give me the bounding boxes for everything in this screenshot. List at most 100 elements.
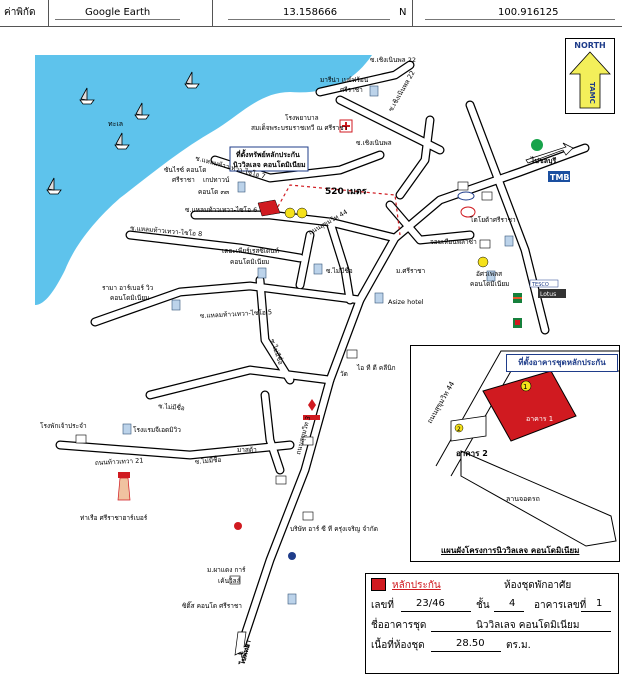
north-logo: TAMC (588, 82, 596, 104)
maxxis-icon (303, 415, 320, 420)
label: คอนโดมิเนียม (230, 258, 269, 266)
svg-text:TESCO: TESCO (531, 282, 549, 288)
sea-label: ทะเล (108, 120, 123, 128)
project-callout-line2: นิววิลเลจ คอนโดมิเนียม (232, 160, 306, 169)
project-callout-line1: ที่ตั้งทรัพย์หลักประกัน (236, 148, 300, 159)
tesco-icon: TESCO (529, 279, 559, 288)
label: มารีน่า เบย์ฟร้อน (320, 76, 369, 84)
building-name-label: ชื่ออาคารชุด (371, 620, 427, 631)
label: จอมเทียนพลาซ่า (430, 238, 477, 246)
label: ซ.แหลมท้าวเทวา-ไซโอ 6 (185, 206, 257, 214)
label: ไอ ที ดี คลีนิก (356, 364, 396, 372)
inset-title: ที่ตั้งอาคารชุดหลักประกัน (506, 354, 618, 372)
lighthouse-icon (117, 472, 131, 501)
building-name-value: นิววิลเลจ คอนโดมิเนียม (476, 620, 580, 631)
label: ซ.ไม่มีชื่อ (326, 266, 353, 275)
label: ซ.เชิงเนินพล (356, 139, 392, 147)
sea-area (35, 55, 372, 305)
marker-2-icon (296, 207, 308, 219)
table-row: เลขที่ 23/46 ชั้น 4 อาคารเลขที่ 1 (366, 596, 618, 615)
label: คอนโดมิเนียม (110, 294, 149, 302)
label: บริษัท อาร์ ซี ที ครุ่งเจริญ จำกัด (290, 525, 378, 533)
area-unit: ตร.ม. (506, 640, 531, 651)
label: ซ.เชิงเนินพล 22 (370, 56, 416, 64)
label: Asize hotel (388, 298, 424, 306)
to-chonburi-label: ไปชลบุรี (530, 156, 556, 165)
bank-icon (531, 139, 543, 151)
parking-label: ลานจอดรถ (506, 495, 540, 503)
label: โรงพยาบาล (285, 114, 319, 122)
label: ม.ศรีราชา (396, 267, 426, 275)
label: เค้นวิลล์ (218, 577, 241, 585)
seven-eleven-icon (513, 293, 522, 303)
label: ท่าเรือ ศรีราชาฮาร์เบอร์ (80, 514, 148, 522)
unit-type: ห้องชุดพักอาศัย (504, 580, 572, 591)
lotus-icon: Lotus (538, 289, 566, 298)
divider (48, 0, 49, 26)
site-marker (257, 199, 281, 217)
site-plot (460, 450, 617, 547)
property-details-table: หลักประกัน ห้องชุดพักอาศัย เลขที่ 23/46 … (365, 573, 619, 674)
distance-route (274, 184, 401, 236)
building-2-label: อาคาร 2 (456, 449, 488, 458)
road-network (55, 60, 590, 655)
direction-arrow-icon (234, 631, 250, 664)
shop-icon (75, 181, 493, 585)
latitude-value: 13.158666 (283, 7, 338, 18)
label: มาสด้า (237, 446, 257, 454)
marker-1-icon (284, 207, 296, 219)
label: โรงพักเจ้าประจำ (40, 422, 87, 430)
building-icon (122, 85, 514, 605)
legend-label: หลักประกัน (392, 580, 441, 591)
tmb-icon: TMB (548, 171, 570, 182)
north-arrow-icon: TAMC (569, 51, 611, 109)
building-2-marker-icon (454, 423, 464, 433)
site-plan-inset: 1 2 ถนนสุขุมวิท 44 อาคาร 1 อาคาร 2 ลานจอ… (410, 345, 620, 562)
label: วัด (340, 370, 348, 378)
label: เดอะเพียร์เรสซิเดนท์ (222, 247, 279, 255)
building-1-marker-icon (520, 380, 532, 392)
distance-label: 520 เมตร (325, 187, 367, 197)
label: ม.ผาแดง การ์ (207, 566, 246, 574)
table-row: หลักประกัน ห้องชุดพักอาศัย (366, 576, 618, 595)
label: รามา อาร์เบอร์ วิว (102, 284, 154, 292)
underline (425, 19, 615, 20)
gas-station-icon (234, 522, 296, 560)
no-label: เลขที่ (371, 600, 394, 611)
svg-text:1: 1 (523, 383, 527, 391)
label: ซ.แหลมท้าวเทวา-ไซโอ 5 (200, 308, 273, 320)
floor-value: 4 (509, 598, 516, 609)
building-no-label: อาคารเลขที่ (534, 600, 587, 611)
divider (212, 0, 213, 26)
north-title: NORTH (574, 41, 606, 50)
table-row: เนื้อที่ห้องชุด 28.50 ตร.ม. (366, 636, 618, 655)
inset-road-label: ถนนสุขุมวิท 44 (426, 380, 457, 425)
longitude-value: 100.916125 (498, 7, 559, 18)
label: โรงแรมจีเอดมิวิว (133, 426, 181, 434)
label: ซ.ไม่มีชื่อ (194, 455, 221, 466)
coordinate-source: Google Earth (85, 7, 151, 18)
label: ซ.ไม่มีชื่อ (158, 401, 185, 412)
legend-swatch (371, 578, 386, 591)
label: สมเด็จพระบรมราชเทวี ณ ศรีราชา (251, 123, 348, 132)
no-value: 23/46 (416, 598, 445, 609)
svg-text:TMB: TMB (550, 173, 570, 182)
svg-text:2: 2 (457, 426, 461, 433)
inset-caption: แผนผังโครงการนิววิลเลจ คอนโดมิเนียม (441, 546, 580, 555)
label: ถนนท้าวเทวา 21 (95, 456, 144, 467)
toyota-icon (460, 206, 476, 218)
hospital-icon (339, 119, 353, 133)
site-plan: 1 2 ถนนสุขุมวิท 44 อาคาร 1 อาคาร 2 ลานจอ… (426, 350, 619, 547)
underline (228, 19, 390, 20)
floor-label: ชั้น (476, 600, 490, 611)
project-callout (229, 146, 309, 172)
svg-text:Lotus: Lotus (540, 291, 556, 298)
building-no-value: 1 (596, 598, 603, 609)
direction-arrow-icon (525, 142, 574, 164)
mitsubishi-icon (308, 399, 316, 411)
building-2 (450, 415, 487, 442)
yellow-marker-icon (477, 256, 489, 268)
coordinate-label: ค่าพิกัด (4, 7, 36, 18)
underline (55, 19, 180, 20)
